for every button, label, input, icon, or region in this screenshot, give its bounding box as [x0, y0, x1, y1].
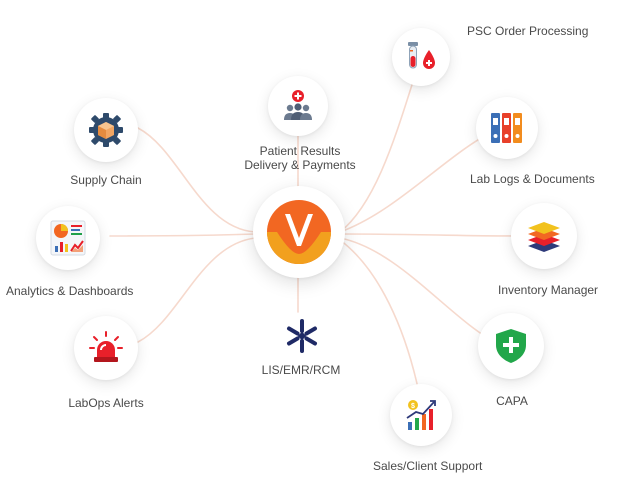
- supply-chain-node[interactable]: [74, 98, 138, 162]
- patient-results-label-line2: Delivery & Payments: [244, 158, 356, 172]
- labops-alerts-label: LabOps Alerts: [68, 396, 144, 410]
- capa-node[interactable]: [478, 313, 544, 379]
- lis-label: LIS/EMR/RCM: [261, 363, 341, 377]
- dashboard-charts-icon: [50, 220, 86, 256]
- test-tube-blood-drop-icon: [408, 42, 435, 69]
- lis-icon-wrap[interactable]: [284, 318, 320, 354]
- patient-results-label-line1: Patient Results: [259, 144, 341, 158]
- supply-chain-label: Supply Chain: [70, 173, 142, 187]
- sales-support-label: Sales/Client Support: [373, 459, 483, 473]
- lab-logs-label: Lab Logs & Documents: [470, 172, 595, 186]
- psc-order-processing-node[interactable]: [392, 28, 450, 86]
- labops-alerts-node[interactable]: [74, 316, 138, 380]
- shield-plus-icon: [496, 329, 526, 363]
- brand-logo-icon: [267, 200, 331, 264]
- svg-text:$: $: [411, 403, 415, 410]
- siren-alarm-icon: [89, 331, 123, 362]
- snowflake-icon: [287, 319, 317, 353]
- layers-stack-icon: [528, 222, 560, 252]
- gear-box-icon: [89, 113, 123, 147]
- sales-support-node[interactable]: $: [390, 384, 452, 446]
- binders-icon: [491, 113, 522, 143]
- patient-results-node[interactable]: [268, 76, 328, 136]
- growth-chart-icon: $: [406, 400, 436, 430]
- capa-label: CAPA: [496, 394, 528, 408]
- analytics-node[interactable]: [36, 206, 100, 270]
- patient-group-icon: [284, 90, 312, 120]
- inventory-node[interactable]: [511, 203, 577, 269]
- lab-logs-node[interactable]: [476, 97, 538, 159]
- psc-order-processing-label: PSC Order Processing: [467, 24, 589, 38]
- inventory-label: Inventory Manager: [498, 283, 599, 297]
- analytics-label: Analytics & Dashboards: [6, 284, 134, 298]
- center-brand-node[interactable]: [253, 186, 345, 278]
